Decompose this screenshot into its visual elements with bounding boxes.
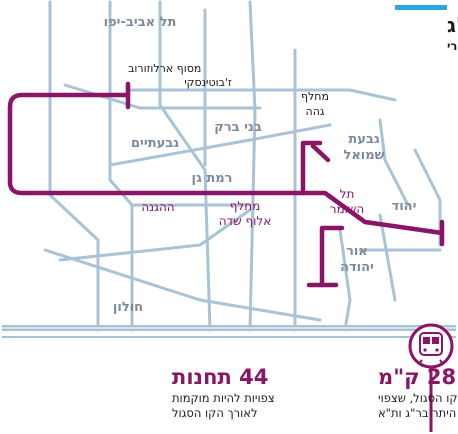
street (378, 213, 397, 302)
header: הקרב הסגול בר"ג תוואי קו הרכבת הקלה המקו… (395, 5, 458, 53)
street (378, 118, 410, 207)
station-label-aluf-sadeh-line: מחלף (230, 199, 261, 213)
area-label-holon: חולון (113, 300, 143, 315)
area-label-bnei-brak: בני ברק (214, 120, 262, 135)
station-label-geha: מחלף גהה (301, 90, 329, 118)
station-label-arlozorov: מסוף ארלוזורוב (128, 62, 201, 75)
stat-stations-caption-line: צפויות להיות מוקמות (172, 391, 275, 405)
street (43, 248, 322, 322)
street (338, 228, 352, 332)
station-label-aluf-sadeh-line: אלוף שדה (219, 214, 272, 228)
street (58, 208, 252, 262)
area-label-givatayim: גבעתיים (131, 136, 179, 151)
area-label-or-yehuda-line: אור (346, 244, 368, 259)
station-label-geha-line: גהה (306, 105, 325, 118)
station-label-tel-hashomer-line: השומר (330, 202, 365, 216)
purple-line-main (7, 92, 445, 236)
page-subtitle: תוואי קו הרכבת הקלה המקורי (447, 39, 458, 53)
light-rail-train-icon (408, 323, 454, 432)
area-label-givat-shmuel-line: גבעת (348, 132, 379, 147)
station-label-geha-line: מחלף (301, 90, 329, 103)
purple-line-route (7, 81, 445, 288)
stat-stations-count: 44 תחנות (172, 365, 268, 389)
purple-line-terminal-geha (310, 143, 331, 163)
area-label-ramat-gan: רמת גן (192, 171, 233, 186)
station-label-jabotinsky: ז'בוטינסקי (184, 76, 232, 89)
street-network (43, 0, 442, 332)
street (128, 88, 397, 102)
railway (2, 325, 456, 338)
street (108, 0, 134, 332)
stat-length-caption-line: אורך הקו הסגול, שצפוי (378, 391, 458, 405)
accent-bar (395, 5, 447, 10)
area-label-tel-aviv: תל אביב-יפו (104, 15, 177, 30)
stat-length-km: 28 ק"מ (378, 365, 456, 389)
street (108, 123, 332, 167)
street (48, 0, 100, 332)
station-label-tel-hashomer-line: תל (340, 187, 355, 201)
area-label-yehud: יהוד (392, 199, 417, 214)
purple-line-branch-geha (300, 140, 323, 196)
purple-line-branch-or-yehuda (319, 225, 345, 288)
area-label-givat-shmuel-line: שמואל (343, 148, 384, 163)
street (158, 0, 212, 332)
stat-stations-caption-line: לאורך הקו הסגול (172, 406, 258, 420)
area-label-or-yehuda-line: יהודה (340, 260, 374, 275)
page-title: הקרב הסגול בר"ג (447, 13, 458, 37)
stat-length-caption-line: לעבור בין היתר בר"ג ות"א (378, 406, 458, 420)
stat-length-caption: אורך הקו הסגול, שצפוילעבור בין היתר בר"ג… (378, 391, 458, 420)
street (248, 0, 257, 332)
station-label-haganah: ההגנה (141, 200, 174, 214)
street (63, 83, 262, 110)
